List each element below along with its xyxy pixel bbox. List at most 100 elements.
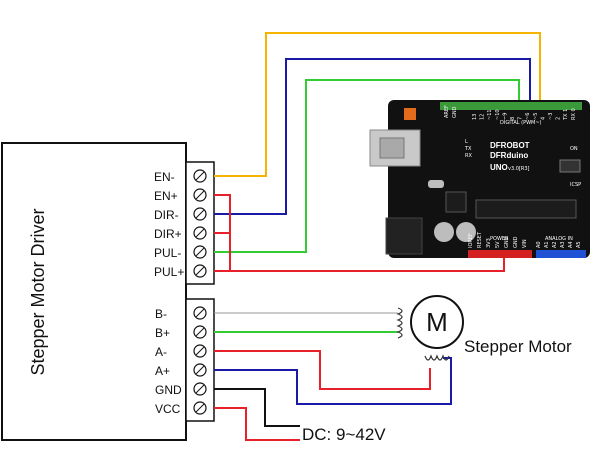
power-label: DC: 9~42V	[302, 425, 386, 444]
board-pin-label: 7	[518, 117, 524, 120]
motor-terminal-screw-slot	[195, 308, 205, 318]
board-pin-label: GND	[513, 236, 519, 248]
power-jack	[385, 217, 423, 255]
board-pin-label: A3	[560, 241, 566, 248]
wire-a-plus-blue	[214, 357, 452, 405]
motor-wires	[214, 312, 452, 441]
board-pin-label: ~10	[495, 109, 501, 120]
pin-label-en-plus: EN+	[154, 189, 178, 203]
pin-label-b-plus: B+	[155, 326, 170, 340]
board-pin-label: A5	[576, 241, 582, 248]
board-rx-label: RX	[465, 153, 472, 159]
motor-pin-labels: B- B+ A- A+ GND VCC	[155, 307, 182, 416]
reset-button	[404, 108, 416, 120]
capacitor-1	[434, 222, 454, 242]
coil-a	[424, 354, 450, 361]
board-pin-label: ~5	[533, 113, 539, 120]
board-pin-label: RESET	[477, 231, 483, 248]
usb-inner	[379, 137, 405, 159]
board-pin-label: IOREF	[468, 233, 474, 248]
icsp-header	[559, 159, 581, 173]
motor-circle	[410, 295, 464, 349]
board-pin-label: A0	[536, 241, 542, 248]
pin-label-b-minus: B-	[155, 307, 167, 321]
pin-label-a-plus: A+	[155, 364, 170, 378]
motor-terminal-screw-slot	[195, 365, 205, 375]
wire-en-yellow	[214, 32, 541, 177]
chip-usb	[445, 191, 467, 213]
pin-label-pul-minus: PUL-	[154, 246, 181, 260]
board-digital-label: DIGITAL (PWM~)	[500, 120, 542, 126]
board-pin-label: 3V3	[486, 238, 492, 248]
board-power-label: POWER	[490, 236, 509, 242]
board-icsp-label: ICSP	[570, 182, 581, 188]
wire-dir-blue	[214, 58, 531, 215]
board-pin-label: ~6	[525, 113, 531, 120]
wire-a-minus-red	[214, 350, 431, 390]
control-terminal-screw-slot	[195, 190, 205, 200]
coil-b	[396, 307, 403, 339]
motor-terminal-screw-slot	[195, 384, 205, 394]
motor-terminal-screw-slot	[195, 327, 205, 337]
chip-atmega	[475, 199, 577, 219]
header-digital	[440, 102, 582, 110]
arduino-board: DFROBOT DFRduino UNO v3.0[R3] DIGITAL (P…	[369, 100, 590, 258]
pin-label-dir-plus: DIR+	[154, 227, 182, 241]
crystal	[428, 180, 444, 188]
board-pin-label: 2	[556, 117, 562, 120]
control-terminal-screw-slot	[195, 247, 205, 257]
board-pin-label: TX 1	[563, 109, 569, 121]
board-on-label: ON	[570, 146, 578, 152]
header-power	[468, 250, 532, 258]
board-pin-label: A2	[552, 241, 558, 248]
board-analog-label: ANALOG IN	[545, 236, 573, 242]
board-pin-label: 5V	[495, 241, 501, 248]
pin-label-en-minus: EN-	[154, 170, 175, 184]
wire-vcc-red	[214, 407, 300, 441]
board-pin-label: A4	[568, 241, 574, 248]
control-terminal-screw-slot	[195, 209, 205, 219]
capacitor-2	[456, 222, 476, 242]
stepper-motor: M Stepper Motor	[396, 295, 572, 361]
motor-symbol: M	[426, 307, 448, 337]
header-analog	[536, 250, 586, 258]
board-brand: DFROBOT	[490, 141, 530, 150]
board-version: v3.0[R3]	[508, 166, 530, 172]
board-gnd-label: GND	[452, 106, 458, 118]
driver-title: Stepper Motor Driver	[28, 208, 48, 375]
pin-label-dir-minus: DIR-	[154, 208, 179, 222]
board-pin-label: VIN	[522, 239, 528, 248]
pin-label-vcc: VCC	[155, 402, 181, 416]
wire-gnd-black	[214, 388, 300, 427]
board-pin-label: ~9	[502, 113, 508, 120]
driver-box	[1, 142, 187, 441]
control-terminal-block	[185, 161, 215, 285]
control-terminal-screw-slot	[195, 228, 205, 238]
pin-label-gnd: GND	[155, 383, 182, 397]
board-pin-label: A1	[544, 241, 550, 248]
wire-pul-green	[214, 79, 520, 253]
motor-terminal-screw-slot	[195, 346, 205, 356]
board-aref-label: AREF	[444, 105, 450, 118]
board-pin-label: RX 0	[571, 108, 577, 120]
board-name: DFRduino	[490, 151, 528, 160]
board-pin-label: 13	[472, 114, 478, 120]
board-pin-label: ~11	[487, 109, 493, 120]
motor-label: Stepper Motor	[464, 337, 572, 356]
board-pin-label: 8	[510, 117, 516, 120]
control-terminal-screw-slot	[195, 266, 205, 276]
wire-5v-red	[214, 255, 505, 272]
motor-terminal-block	[185, 298, 215, 422]
motor-terminal-screw-slot	[195, 403, 205, 413]
board-model: UNO	[490, 163, 508, 172]
board-pin-label: 12	[480, 114, 486, 120]
board-l-label: L	[465, 139, 468, 145]
board-pin-label: ~3	[548, 113, 554, 120]
control-pin-labels: EN- EN+ DIR- DIR+ PUL- PUL+	[154, 170, 184, 279]
board-pin-label: 4	[540, 117, 546, 120]
pin-label-a-minus: A-	[155, 345, 167, 359]
